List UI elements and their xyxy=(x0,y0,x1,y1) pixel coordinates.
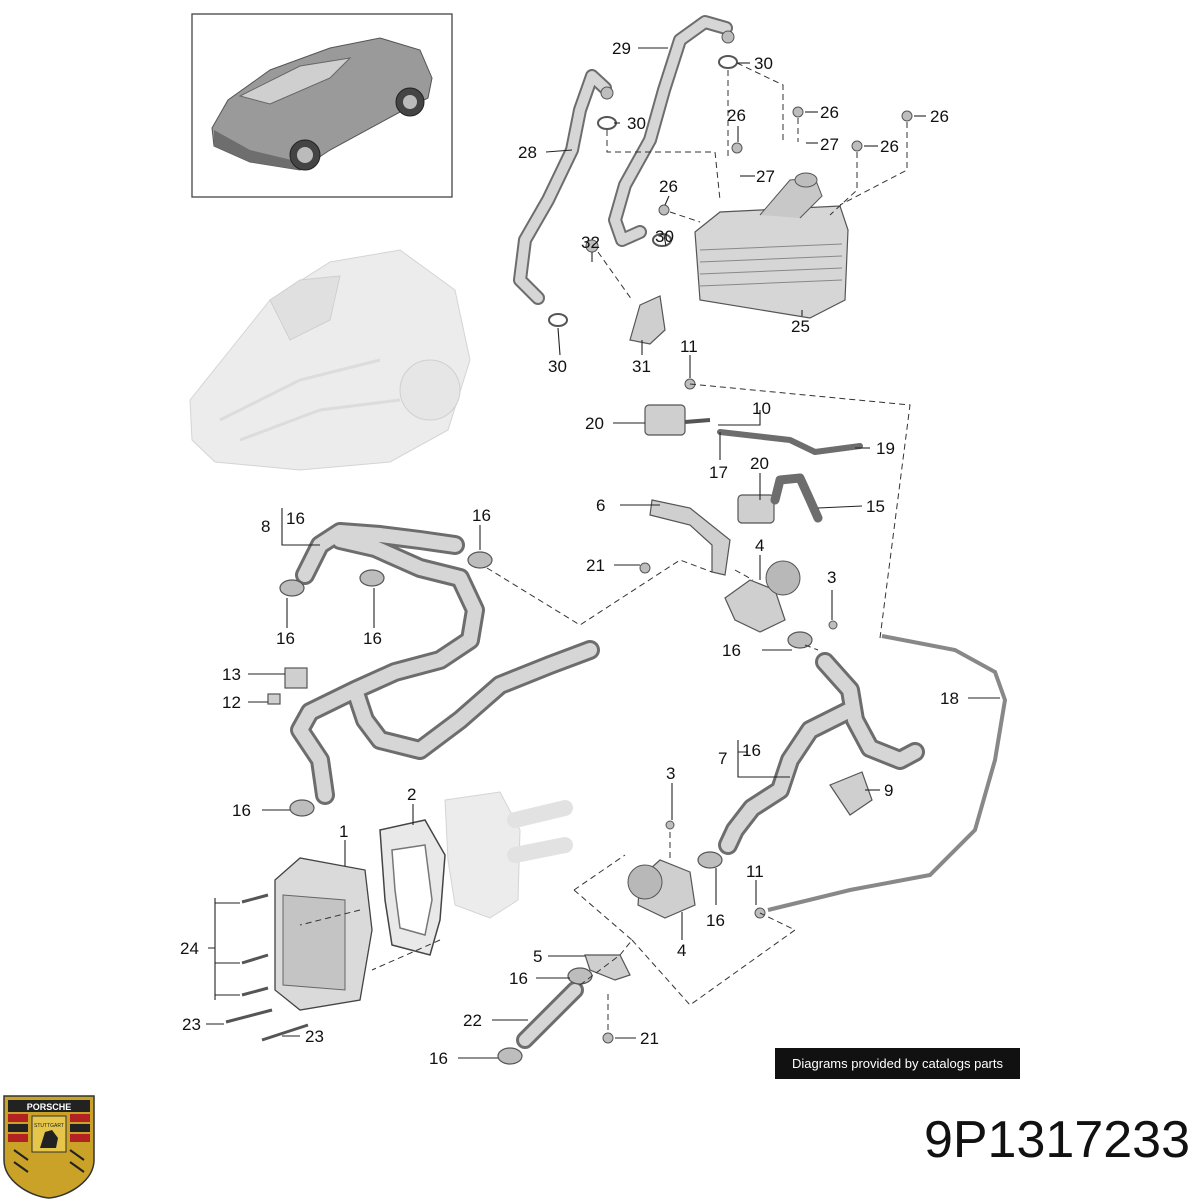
callout-18: 18 xyxy=(940,689,959,708)
line-18 xyxy=(767,634,1008,912)
oil-cooler-25 xyxy=(694,172,849,319)
callout-16: 16 xyxy=(722,641,741,660)
seal-rings-30 xyxy=(548,55,738,327)
callout-20: 20 xyxy=(750,454,769,473)
hose-28 xyxy=(513,69,612,305)
part-number: 9P1317233 xyxy=(923,1111,1190,1169)
callout-4: 4 xyxy=(755,536,764,555)
bracket-6 xyxy=(649,499,731,576)
car-thumbnail xyxy=(191,13,453,198)
clamps-16 xyxy=(279,551,813,1065)
callout-32: 32 xyxy=(581,233,600,252)
callout-31: 31 xyxy=(632,357,651,376)
callout-15: 15 xyxy=(866,497,885,516)
heat-exchanger-1 xyxy=(274,857,373,1011)
callout-16: 16 xyxy=(363,629,382,648)
callout-8: 8 xyxy=(261,517,270,536)
callout-16: 16 xyxy=(286,509,305,528)
callout-26: 26 xyxy=(880,137,899,156)
callout-19: 19 xyxy=(876,439,895,458)
callout-23: 23 xyxy=(305,1027,324,1046)
callout-22: 22 xyxy=(463,1011,482,1030)
callout-16: 16 xyxy=(429,1049,448,1068)
callout-16: 16 xyxy=(276,629,295,648)
bracket-9 xyxy=(829,771,873,816)
callout-3: 3 xyxy=(666,764,675,783)
bolts-24 xyxy=(241,893,269,997)
callout-24: 24 xyxy=(180,939,199,958)
callout-16: 16 xyxy=(232,801,251,820)
callout-30: 30 xyxy=(627,114,646,133)
bracket-13 xyxy=(284,667,308,689)
callout-27: 27 xyxy=(820,135,839,154)
callout-5: 5 xyxy=(533,947,542,966)
callout-17: 17 xyxy=(709,463,728,482)
valve-20-upper xyxy=(644,404,711,436)
callout-7: 7 xyxy=(718,749,727,768)
callout-29: 29 xyxy=(612,39,631,58)
credit-badge: Diagrams provided by catalogs parts xyxy=(775,1048,1020,1079)
crest-text: PORSCHE xyxy=(27,1102,72,1112)
callout-30: 30 xyxy=(754,54,773,73)
pipe-10 xyxy=(717,429,863,455)
hose-29 xyxy=(608,15,733,247)
callout-21: 21 xyxy=(586,556,605,575)
callout-10: 10 xyxy=(752,399,771,418)
valve-4-lower xyxy=(627,859,696,919)
callout-16: 16 xyxy=(509,969,528,988)
callout-21: 21 xyxy=(640,1029,659,1048)
callout-3: 3 xyxy=(827,568,836,587)
callout-4: 4 xyxy=(677,941,686,960)
callouts: 29 30 30 26 26 26 27 26 27 28 26 30 32 3… xyxy=(180,39,959,1068)
callout-26: 26 xyxy=(930,107,949,126)
callout-16: 16 xyxy=(472,506,491,525)
callout-2: 2 xyxy=(407,785,416,804)
valve-4-upper xyxy=(724,560,801,633)
callout-16: 16 xyxy=(742,741,761,760)
callout-26: 26 xyxy=(820,103,839,122)
brand-crest-logo: PORSCHE STUTTGART xyxy=(3,1095,95,1199)
callout-1: 1 xyxy=(339,822,348,841)
gasket-2 xyxy=(379,819,446,956)
callout-30: 30 xyxy=(655,227,674,246)
pipe-22-inner xyxy=(519,984,581,1046)
callout-13: 13 xyxy=(222,665,241,684)
callout-23: 23 xyxy=(182,1015,201,1034)
clip-12 xyxy=(267,693,281,705)
callout-20: 20 xyxy=(585,414,604,433)
coolant-hose-7 xyxy=(718,652,925,855)
bracket-31 xyxy=(629,295,666,345)
bolts-23 xyxy=(225,1008,309,1042)
callout-16: 16 xyxy=(706,911,725,930)
callout-12: 12 xyxy=(222,693,241,712)
callout-30: 30 xyxy=(548,357,567,376)
callout-27: 27 xyxy=(756,167,775,186)
fasteners xyxy=(585,30,913,1044)
callout-11: 11 xyxy=(680,337,698,356)
bracket-5 xyxy=(584,954,631,981)
transmission-ghost xyxy=(189,249,471,471)
dashed-lines xyxy=(299,62,911,1030)
callout-26: 26 xyxy=(727,106,746,125)
callout-11: 11 xyxy=(746,862,764,881)
callout-6: 6 xyxy=(596,496,605,515)
crest-subtext: STUTTGART xyxy=(34,1123,64,1129)
leader-lines xyxy=(206,47,1000,1059)
hose-15 xyxy=(770,473,823,523)
valve-20-lower xyxy=(737,494,775,524)
coolant-hose-8 xyxy=(290,522,600,805)
callout-26: 26 xyxy=(659,177,678,196)
callout-28: 28 xyxy=(518,143,537,162)
housing-ghost xyxy=(444,791,573,919)
callout-25: 25 xyxy=(791,317,810,336)
callout-9: 9 xyxy=(884,781,893,800)
